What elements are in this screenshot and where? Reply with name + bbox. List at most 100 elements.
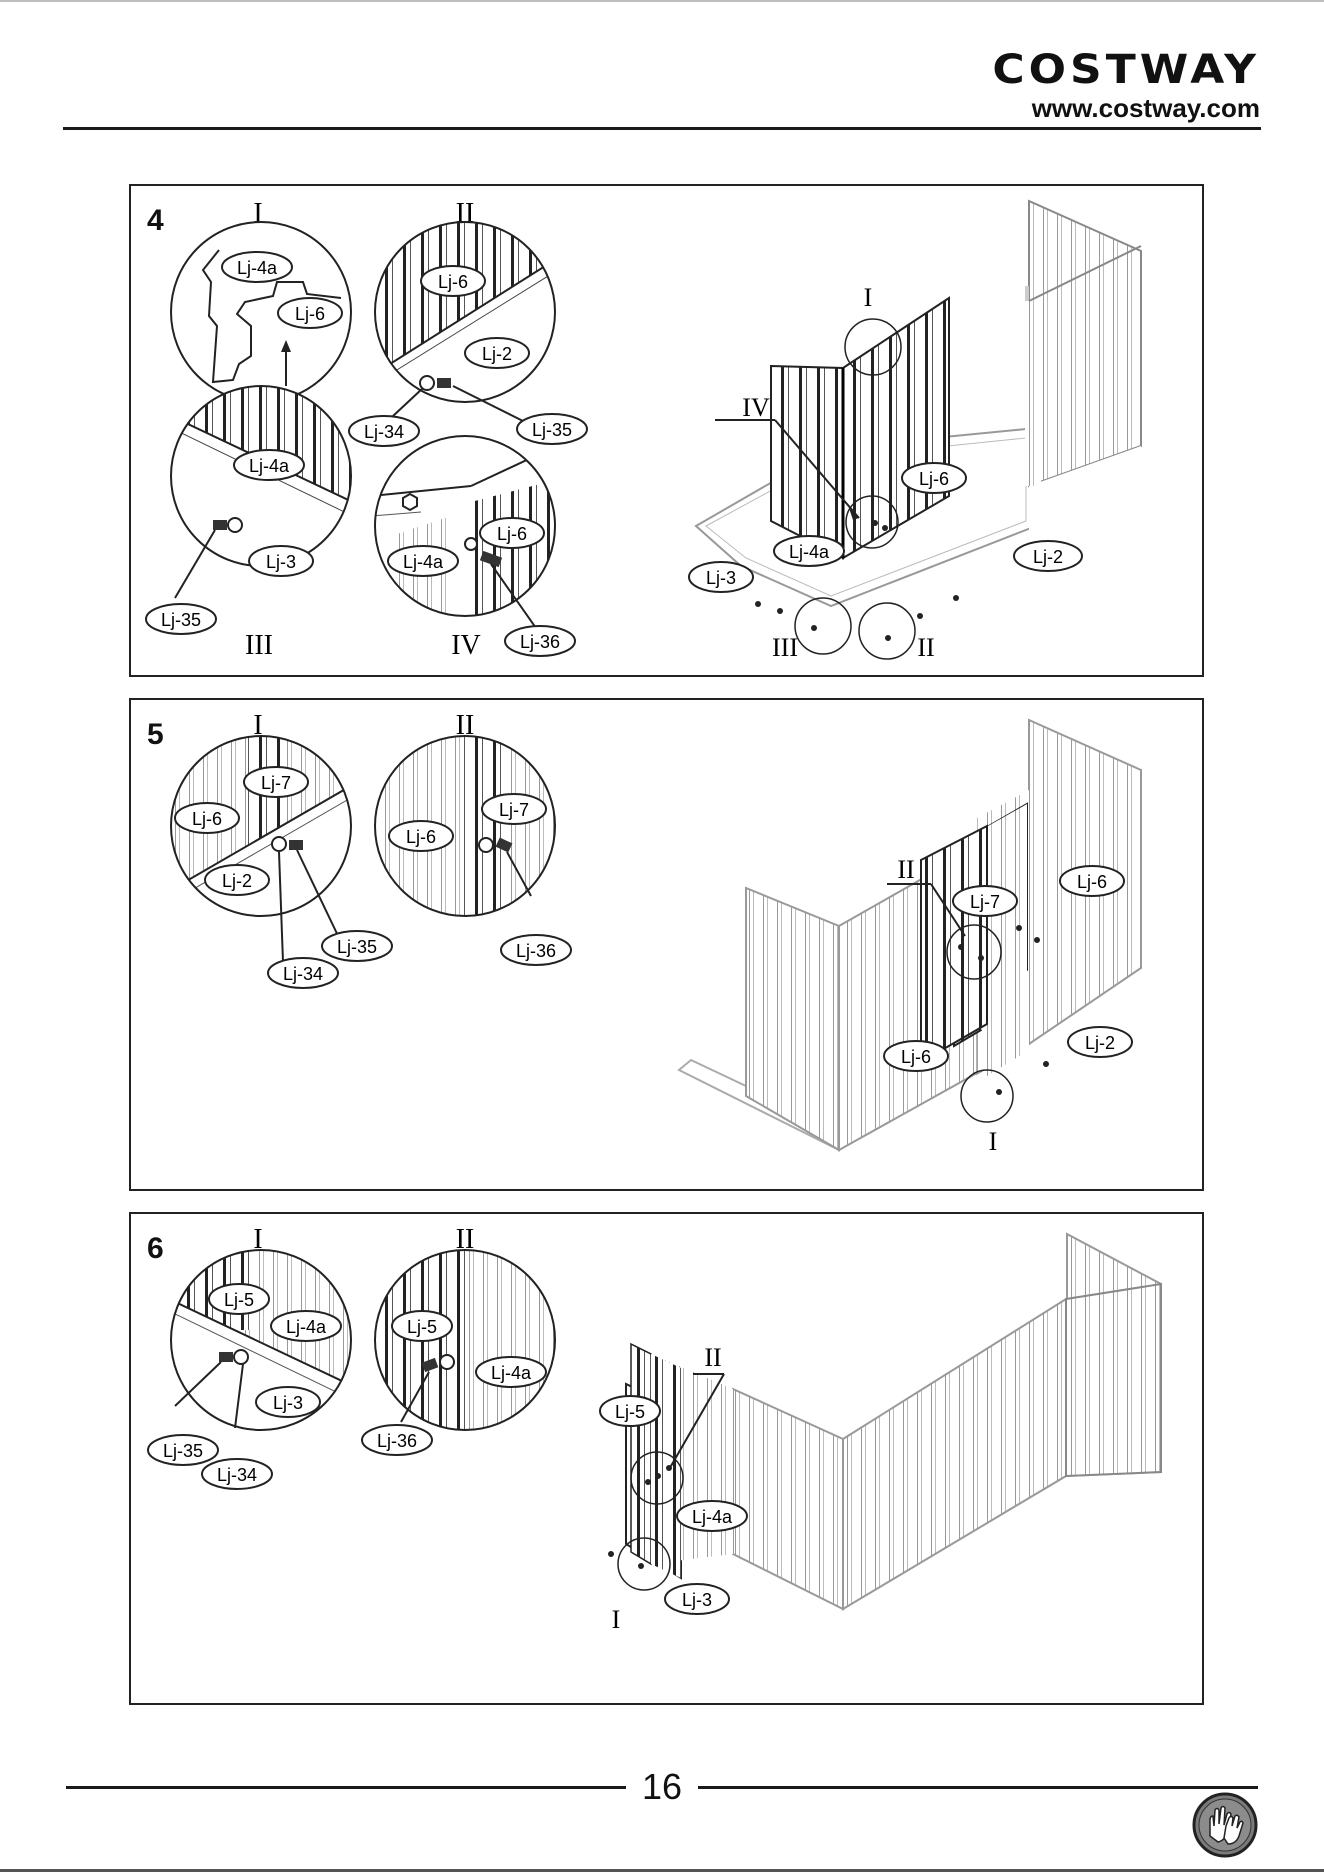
callout-roman: I <box>989 1127 998 1156</box>
svg-text:Lj-36: Lj-36 <box>516 941 556 961</box>
page-footer: 16 <box>0 1760 1324 1820</box>
callout-roman: I <box>612 1605 621 1634</box>
part-label: Lj-4a <box>476 1357 546 1387</box>
svg-text:Lj-6: Lj-6 <box>406 827 436 847</box>
part-label: Lj-4a <box>774 536 844 566</box>
part-label: Lj-6 <box>884 1041 948 1071</box>
part-label: Lj-35 <box>322 931 392 961</box>
part-label: Lj-3 <box>689 562 753 592</box>
svg-text:Lj-4a: Lj-4a <box>403 552 444 572</box>
callout-roman: IV <box>742 393 770 422</box>
part-label: Lj-6 <box>389 821 453 851</box>
svg-text:Lj-2: Lj-2 <box>1085 1033 1115 1053</box>
svg-text:Lj-35: Lj-35 <box>163 1441 203 1461</box>
detail-roman-label: III <box>245 630 273 661</box>
svg-text:Lj-5: Lj-5 <box>407 1317 437 1337</box>
callout-roman: III <box>772 633 798 662</box>
part-label: Lj-35 <box>146 604 216 634</box>
part-label: Lj-6 <box>175 803 239 833</box>
svg-text:Lj-4a: Lj-4a <box>491 1363 532 1383</box>
part-label: Lj-2 <box>1068 1027 1132 1057</box>
detail-I: I Lj-7 Lj-6 Lj-2 Lj-35 Lj-34 <box>171 710 392 988</box>
svg-text:Lj-34: Lj-34 <box>283 964 323 984</box>
svg-text:Lj-7: Lj-7 <box>970 892 1000 912</box>
svg-text:Lj-6: Lj-6 <box>497 524 527 544</box>
brand-header: COSTWAY www.costway.com <box>992 48 1260 122</box>
callout-roman: II <box>704 1343 721 1372</box>
part-label: Lj-6 <box>480 518 544 548</box>
svg-text:Lj-6: Lj-6 <box>1077 872 1107 892</box>
svg-text:Lj-2: Lj-2 <box>1033 547 1063 567</box>
step-4-illustration: I Lj-4a Lj-6 II Lj-6 Lj-2 Lj <box>131 186 1202 675</box>
svg-text:Lj-7: Lj-7 <box>261 773 291 793</box>
step-5-illustration: I Lj-7 Lj-6 Lj-2 Lj-35 Lj-34 II <box>131 700 1202 1189</box>
part-label: Lj-5 <box>392 1311 452 1341</box>
brand-url: www.costway.com <box>992 94 1260 122</box>
part-label: Lj-35 <box>517 414 587 444</box>
svg-text:Lj-4a: Lj-4a <box>692 1507 733 1527</box>
part-label: Lj-36 <box>501 935 571 965</box>
svg-text:Lj-3: Lj-3 <box>266 552 296 572</box>
svg-text:Lj-3: Lj-3 <box>273 1393 303 1413</box>
part-label: Lj-4a <box>234 450 304 480</box>
part-label: Lj-34 <box>202 1459 272 1489</box>
footer-rule-left <box>66 1786 626 1789</box>
svg-text:Lj-6: Lj-6 <box>919 469 949 489</box>
part-label: Lj-4a <box>271 1311 341 1341</box>
brand-logo: COSTWAY <box>992 50 1260 90</box>
footer-rule-right <box>698 1786 1258 1789</box>
svg-text:Lj-4a: Lj-4a <box>249 456 290 476</box>
part-label: Lj-36 <box>505 626 575 656</box>
detail-I: I Lj-5 Lj-4a Lj-3 Lj-35 Lj-34 <box>148 1224 361 1489</box>
safety-gloves-icon <box>1192 1792 1258 1858</box>
svg-text:Lj-3: Lj-3 <box>706 568 736 588</box>
part-label: Lj-36 <box>362 1425 432 1455</box>
part-label: Lj-3 <box>249 546 313 576</box>
part-label: Lj-4a <box>388 546 458 576</box>
svg-text:Lj-35: Lj-35 <box>337 937 377 957</box>
part-label: Lj-34 <box>349 416 419 446</box>
part-label: Lj-2 <box>205 865 269 895</box>
svg-text:Lj-36: Lj-36 <box>520 632 560 652</box>
detail-III: Lj-4a Lj-3 Lj-35 III <box>146 386 361 661</box>
part-label: Lj-34 <box>268 958 338 988</box>
svg-text:Lj-35: Lj-35 <box>532 420 572 440</box>
detail-roman-label: IV <box>451 630 481 661</box>
page-number: 16 <box>630 1766 694 1808</box>
svg-text:Lj-34: Lj-34 <box>217 1465 257 1485</box>
part-label: Lj-7 <box>953 886 1017 916</box>
detail-IV: Lj-6 Lj-4a Lj-36 IV <box>371 436 575 661</box>
detail-II: II Lj-6 Lj-2 Lj-34 Lj-35 <box>349 198 587 446</box>
svg-text:Lj-6: Lj-6 <box>192 809 222 829</box>
part-label: Lj-35 <box>148 1435 218 1465</box>
part-label: Lj-3 <box>665 1584 729 1614</box>
step-5-panel: 5 I <box>129 698 1204 1191</box>
svg-text:Lj-2: Lj-2 <box>482 344 512 364</box>
part-label: Lj-6 <box>278 298 342 328</box>
part-label: Lj-4a <box>222 252 292 282</box>
part-label: Lj-6 <box>902 463 966 493</box>
part-label: Lj-7 <box>244 767 308 797</box>
callout-roman: II <box>897 855 914 884</box>
callout-roman: II <box>917 633 934 662</box>
svg-text:Lj-4a: Lj-4a <box>789 542 830 562</box>
part-label: Lj-7 <box>482 794 546 824</box>
svg-text:Lj-35: Lj-35 <box>161 610 201 630</box>
svg-text:Lj-36: Lj-36 <box>377 1431 417 1451</box>
svg-text:Lj-2: Lj-2 <box>222 871 252 891</box>
detail-II: II Lj-5 Lj-4a Lj-36 <box>362 1224 561 1455</box>
part-label: Lj-2 <box>465 338 529 368</box>
svg-text:Lj-34: Lj-34 <box>364 422 404 442</box>
part-label: Lj-6 <box>421 266 485 296</box>
svg-text:Lj-3: Lj-3 <box>682 1590 712 1610</box>
header-rule <box>63 127 1261 130</box>
svg-text:Lj-6: Lj-6 <box>438 272 468 292</box>
assembly-scene: II I Lj-5 Lj-4a Lj-3 <box>600 1234 1161 1634</box>
svg-text:Lj-7: Lj-7 <box>499 800 529 820</box>
part-label: Lj-2 <box>1014 541 1082 571</box>
detail-II: II Lj-7 Lj-6 Lj-36 <box>371 710 571 965</box>
step-4-panel: 4 I Lj-4a Lj-6 II <box>129 184 1204 677</box>
part-label: Lj-4a <box>677 1501 747 1531</box>
svg-text:Lj-4a: Lj-4a <box>237 258 278 278</box>
step-6-illustration: I Lj-5 Lj-4a Lj-3 Lj-35 Lj-34 II <box>131 1214 1202 1703</box>
